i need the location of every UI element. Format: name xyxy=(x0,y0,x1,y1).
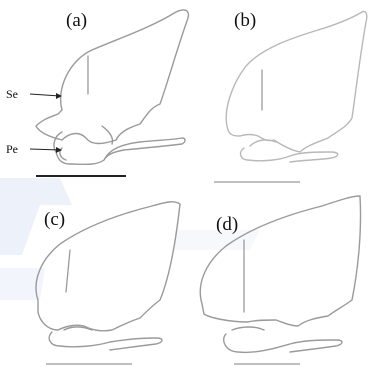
panel-b: (b) xyxy=(214,10,367,182)
annotation-se: Se xyxy=(6,87,18,101)
annotation-pe: Pe xyxy=(6,142,18,156)
panel-a-outline xyxy=(36,10,188,144)
pointer-pe xyxy=(30,149,60,150)
panel-c: (c) xyxy=(36,202,180,364)
panel-d-peduncle xyxy=(224,327,342,352)
panel-a-peduncle xyxy=(54,126,185,164)
panel-b-peduncle xyxy=(241,140,338,162)
watermark xyxy=(0,178,260,300)
pointer-pe-arrowhead xyxy=(56,147,62,153)
panel-c-septum-line xyxy=(66,250,70,292)
panel-b-label: (b) xyxy=(234,10,256,31)
panel-c-label: (c) xyxy=(44,209,65,230)
pointer-se xyxy=(30,94,60,96)
panel-a-label: (a) xyxy=(66,10,87,31)
panel-b-outline xyxy=(226,11,367,152)
panel-d: (d) xyxy=(200,196,360,364)
panel-a: (a) Se Pe xyxy=(6,10,188,176)
panel-d-label: (d) xyxy=(216,214,238,235)
